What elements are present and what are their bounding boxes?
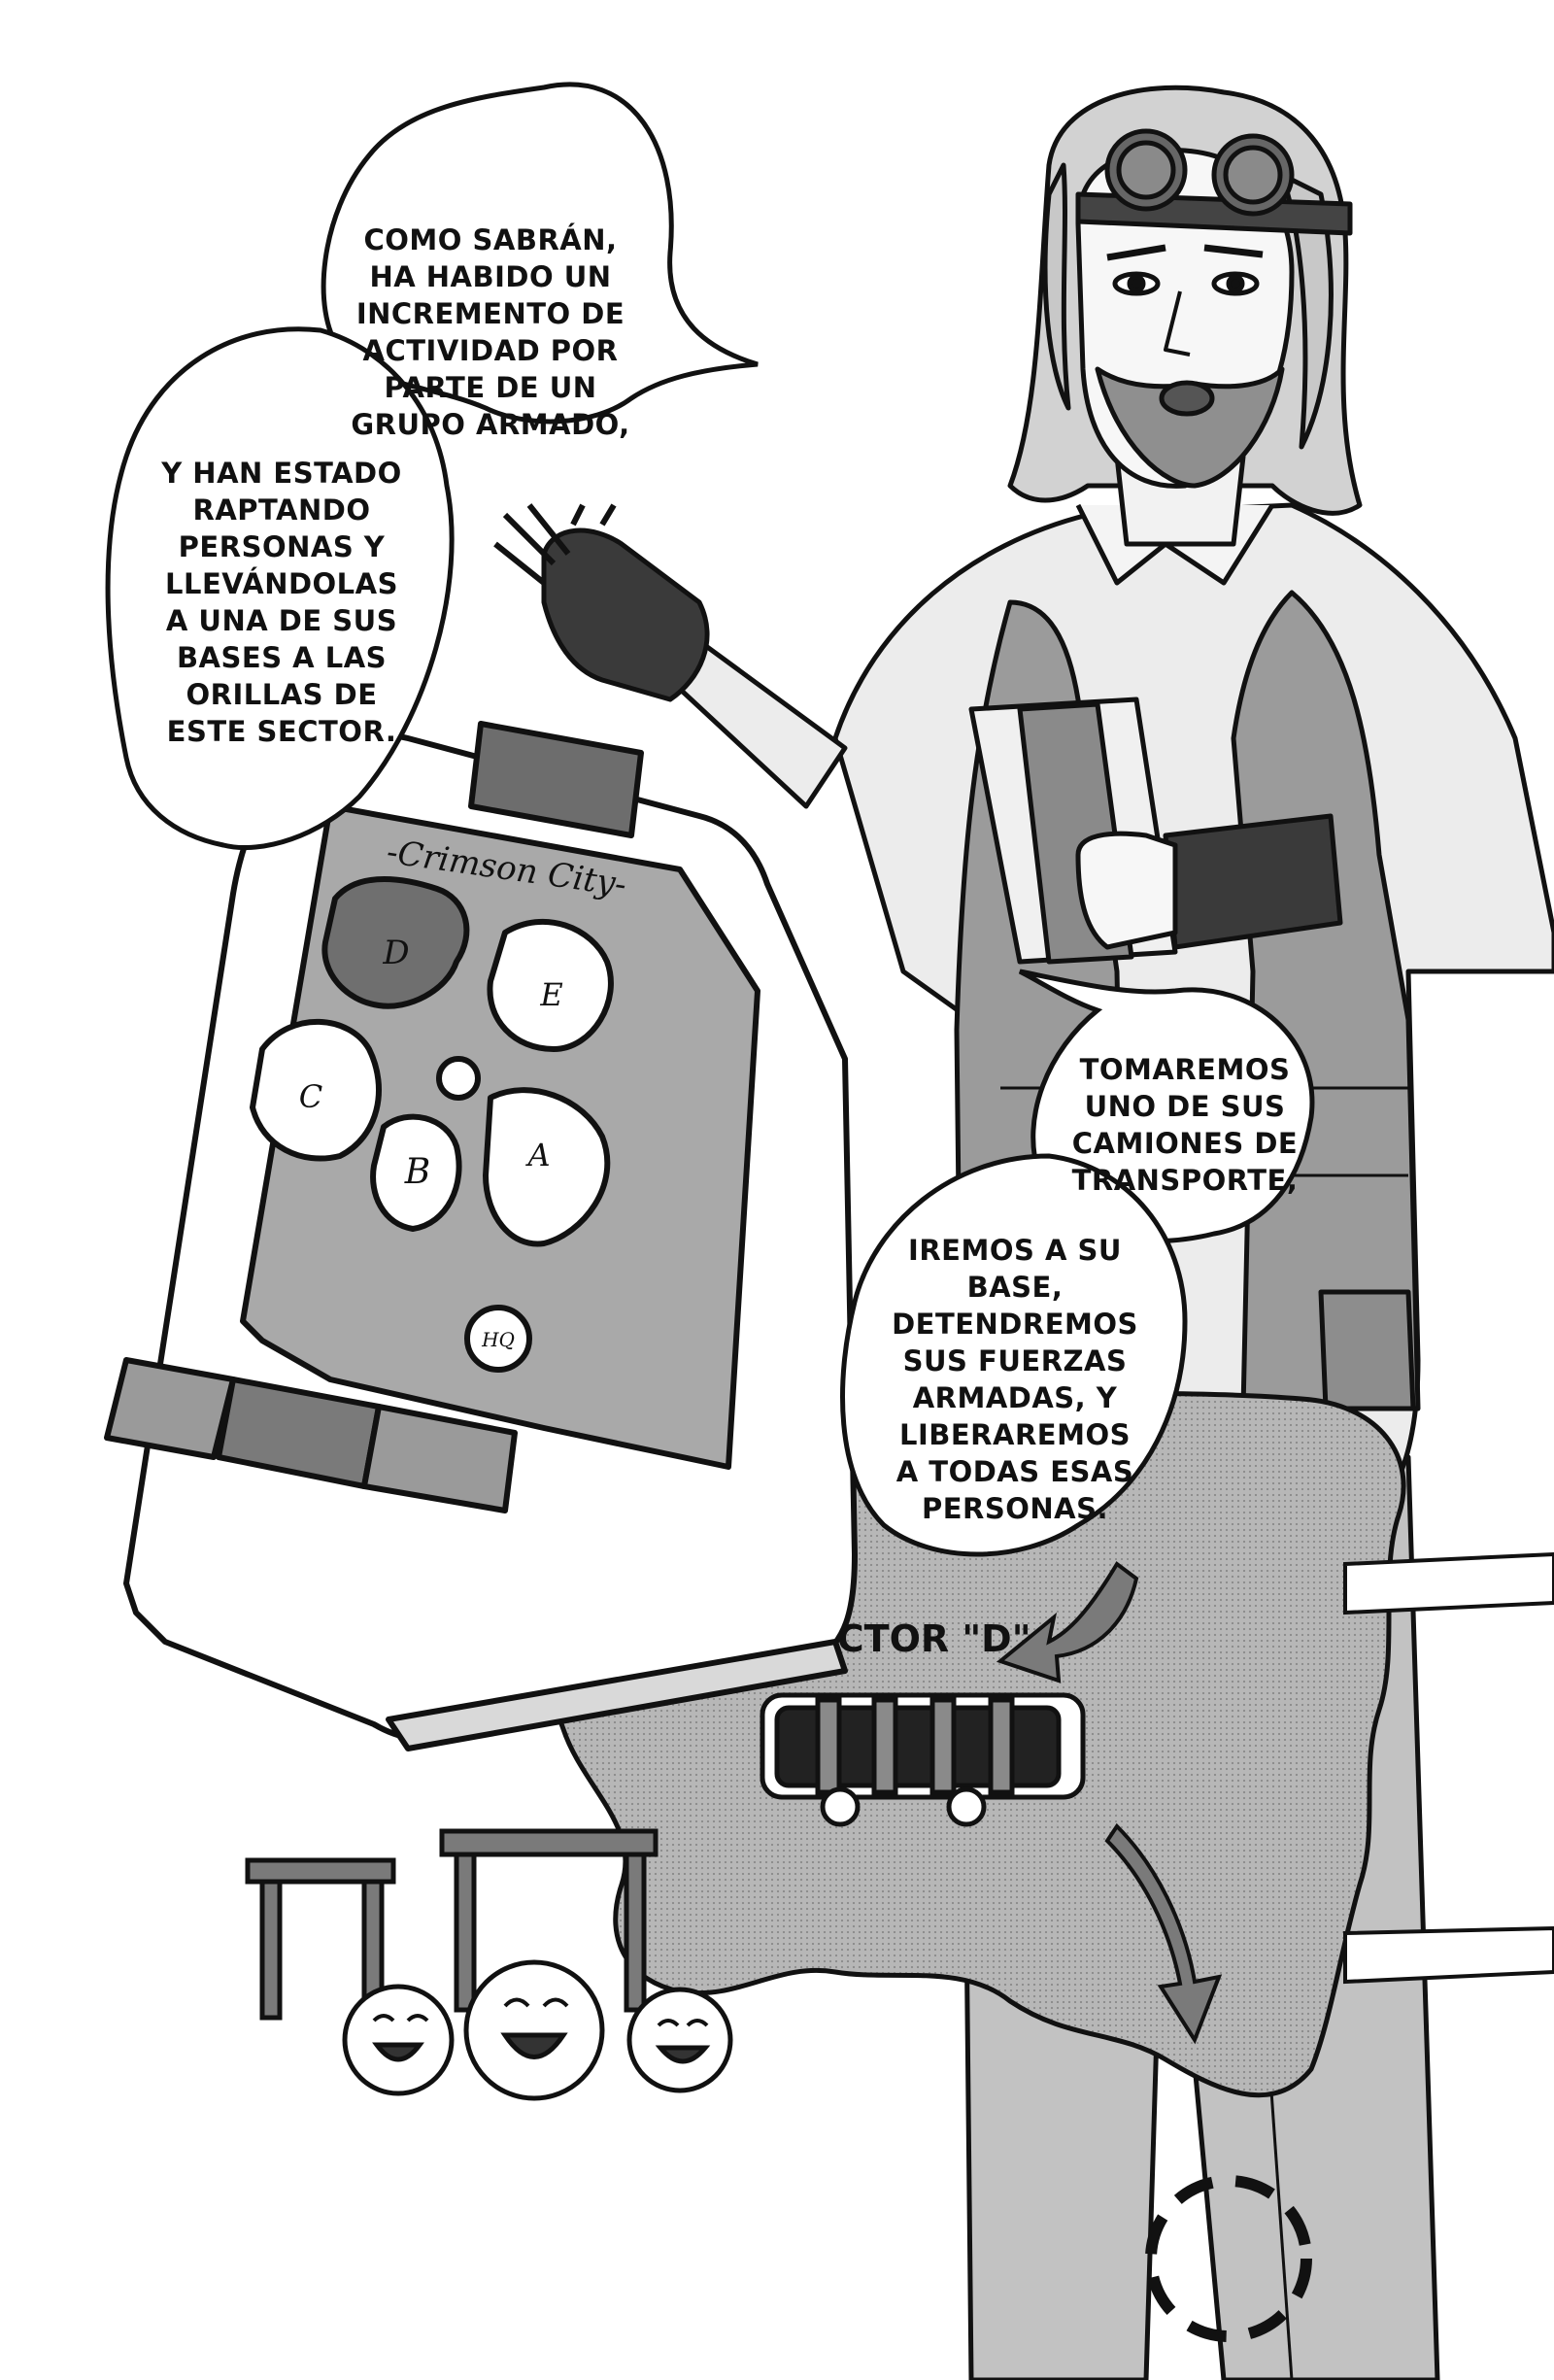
bubble-text-2: Y HAN ESTADO RAPTANDO PERSONAS Y LLEVÁND… [161, 457, 402, 748]
sector-label-d: D [382, 934, 409, 972]
happy-face-icon [463, 1959, 605, 2101]
speech-bubble-2 [105, 326, 455, 851]
bubble-text-4: IREMOS A SU BASE, DETENDREMOS SUS FUERZA… [892, 1234, 1138, 1525]
arrow-down-icon [1104, 1822, 1223, 2045]
bubble-text-3: TOMAREMOS UNO DE SUS CAMIONES DE TRANSPO… [1071, 1053, 1299, 1197]
sector-label-c: C [299, 1078, 322, 1115]
sector-e-blob [487, 918, 614, 1052]
sector-c-blob [250, 1018, 382, 1162]
sector-d-blob [321, 876, 470, 1009]
speech-bubbles [105, 82, 1315, 1557]
truck-icon [760, 1692, 1086, 1827]
happy-face-icon [342, 1984, 455, 2096]
map-pin-right-2 [1343, 1925, 1554, 1985]
hq-blob [464, 1305, 532, 1373]
sector-b-blob [370, 1113, 462, 1232]
happy-face-icon [626, 1987, 733, 2093]
sector-a-blob [483, 1087, 611, 1247]
map-pin-right [1343, 1551, 1554, 1615]
hub-marker [436, 1056, 481, 1101]
sector-label-a: A [524, 1137, 550, 1173]
speech-bubble-1 [321, 82, 759, 425]
bubble-text-1: COMO SABRÁN, HA HABIDO UN INCREMENTO DE … [351, 223, 630, 441]
tablet-device [104, 721, 858, 1751]
arrow-left-down-icon [996, 1561, 1139, 1683]
target-marker [1145, 2175, 1312, 2342]
sector-label-b: B [404, 1152, 430, 1192]
hq-label: HQ [481, 1328, 515, 1351]
sector-label-e: E [539, 976, 562, 1013]
freed-people [245, 1828, 733, 2101]
speech-bubble-4 [840, 1153, 1188, 1557]
